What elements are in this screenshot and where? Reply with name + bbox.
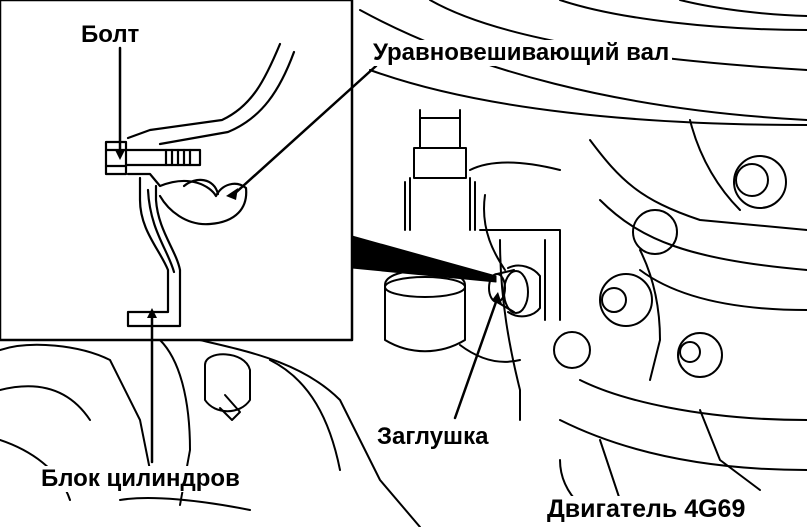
balance-shaft-label: Уравновешивающий вал <box>370 39 673 67</box>
cylinder-block-arrow-head <box>147 308 157 318</box>
bolt-label: Болт <box>81 21 140 48</box>
balance-shaft-leader <box>230 64 378 198</box>
plug-arrow-head <box>492 292 502 304</box>
lower-linework <box>0 339 421 527</box>
plug-leader <box>453 300 498 420</box>
engine-model-label: Двигатель 4G69 <box>544 495 749 524</box>
balance-shaft-arrow-head <box>226 188 238 200</box>
plug-label: Заглушка <box>374 423 492 451</box>
cylinder-block-label: Блок цилиндров <box>38 465 243 493</box>
inset-pointer-wedge <box>351 235 497 283</box>
bolt-arrow-head <box>115 150 125 160</box>
inset-cross-section <box>104 42 296 328</box>
inset-frame <box>0 0 354 342</box>
leader-lines <box>118 46 498 464</box>
arrow-heads <box>115 150 502 318</box>
plug-part <box>488 264 541 318</box>
